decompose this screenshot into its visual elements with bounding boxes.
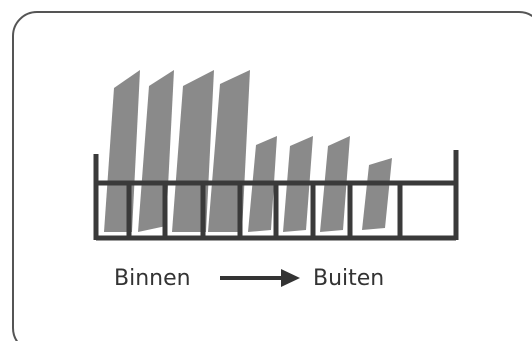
arrow-right-icon — [220, 269, 300, 287]
plate-8 — [362, 158, 392, 230]
dish-rack — [93, 150, 459, 241]
label-end: Buiten — [313, 266, 384, 291]
label-start: Binnen — [114, 266, 191, 291]
